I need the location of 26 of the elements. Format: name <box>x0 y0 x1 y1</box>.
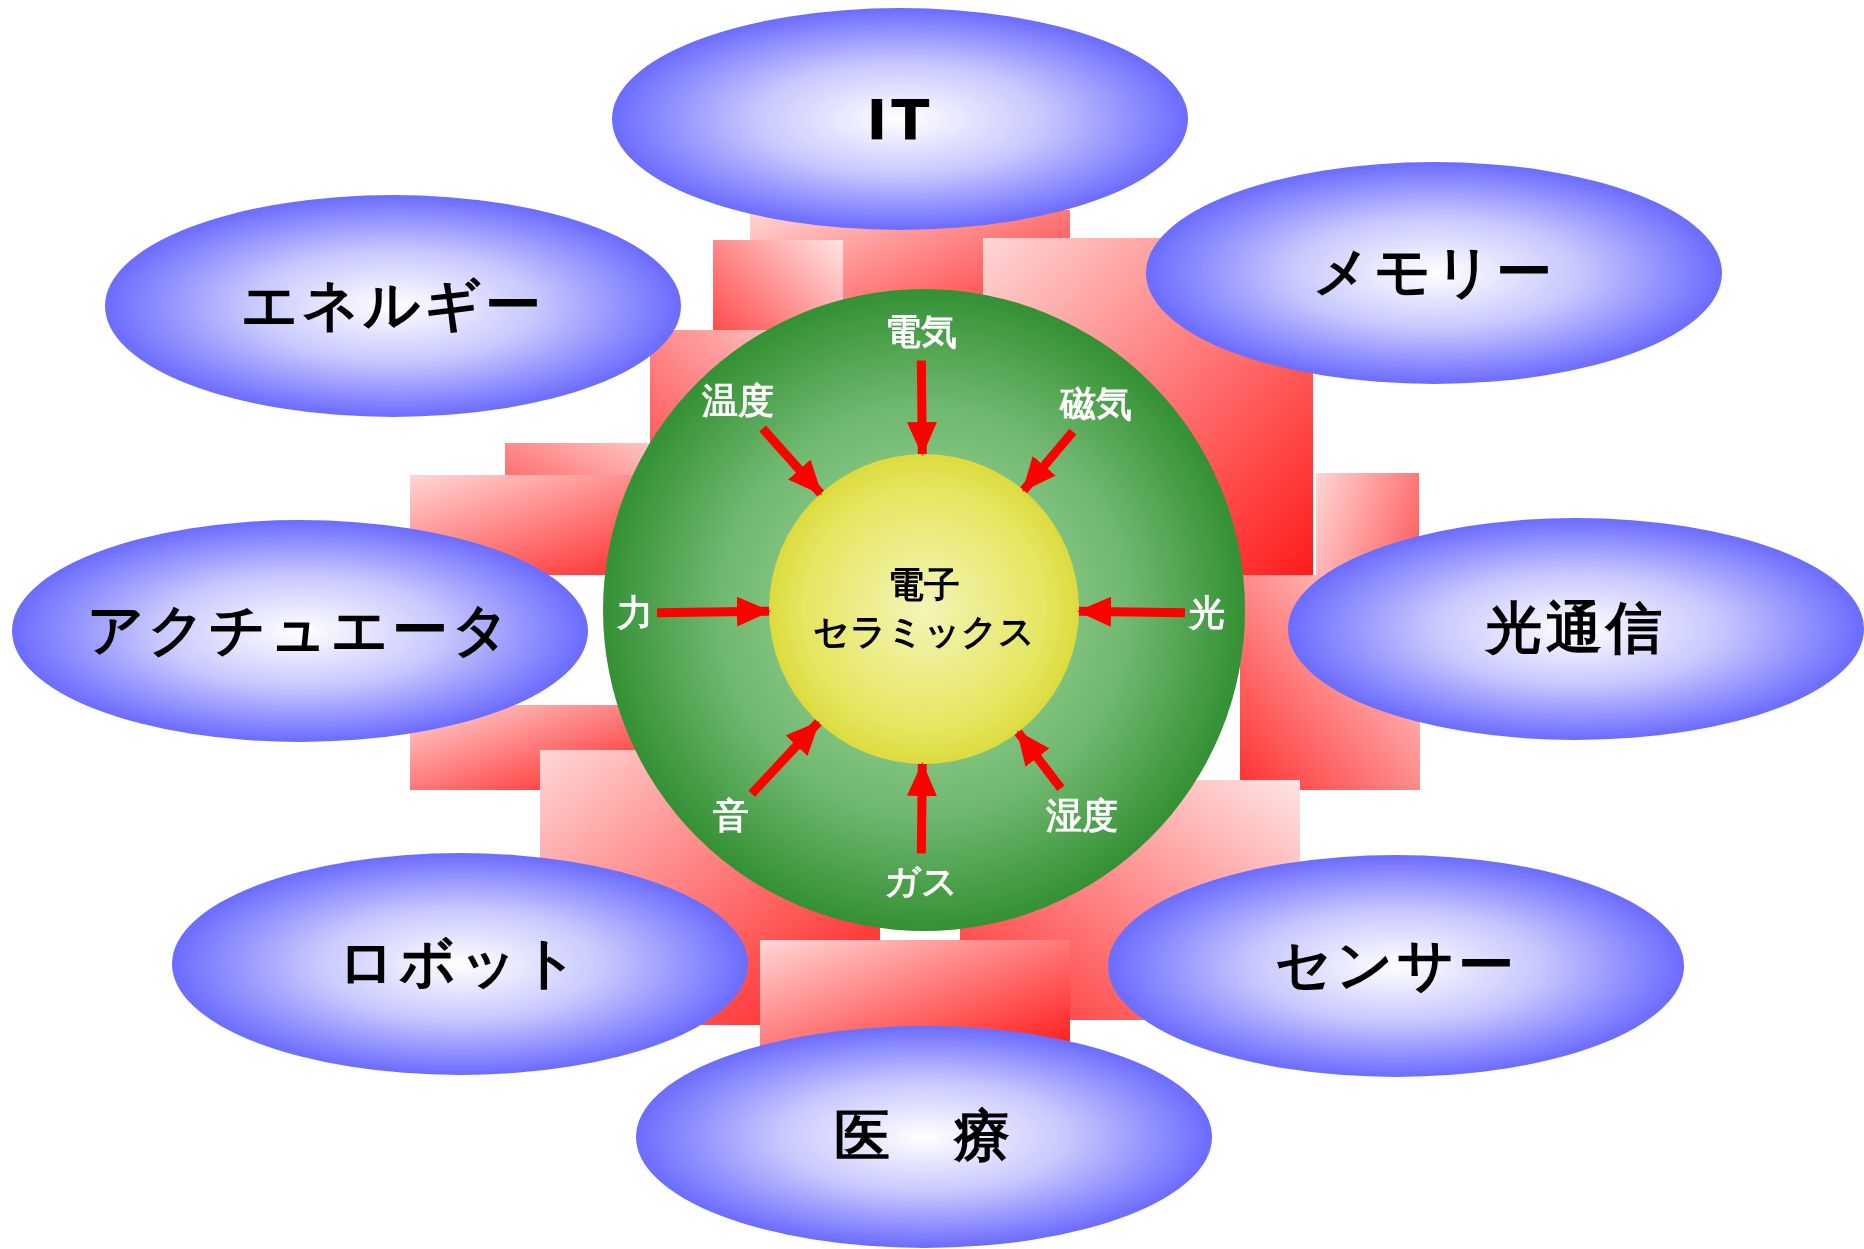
stimulus-label: 光 <box>1189 588 1225 638</box>
arrow <box>1014 729 1065 792</box>
application-ellipse: センサー <box>1108 855 1684 1077</box>
stimulus-label: 磁気 <box>1060 379 1132 429</box>
stimulus-label: ガス <box>884 857 958 907</box>
application-ellipse: エネルギー <box>105 195 681 417</box>
application-ellipse: 光通信 <box>1288 518 1864 740</box>
arrow <box>906 762 937 854</box>
arrow <box>656 596 771 627</box>
arrow <box>1020 428 1077 494</box>
application-ellipse: メモリー <box>1146 162 1722 384</box>
arrow <box>907 360 937 456</box>
arrow <box>748 719 822 797</box>
core-text: 電子 <box>888 563 960 608</box>
core-text: セラミックス <box>813 610 1035 654</box>
arrow <box>1077 596 1186 627</box>
stimulus-label: 音 <box>713 791 749 841</box>
arrow <box>759 425 825 497</box>
application-ellipse: IT <box>612 8 1188 230</box>
application-ellipse: ロボット <box>172 853 748 1075</box>
stimulus-label: 温度 <box>702 376 774 426</box>
application-ellipse: 医 療 <box>636 1026 1212 1248</box>
stimulus-label: 湿度 <box>1046 791 1118 841</box>
application-ellipse: アクチュエータ <box>12 520 588 742</box>
stimulus-label: 力 <box>617 588 653 638</box>
stimulus-label: 電気 <box>885 307 957 357</box>
